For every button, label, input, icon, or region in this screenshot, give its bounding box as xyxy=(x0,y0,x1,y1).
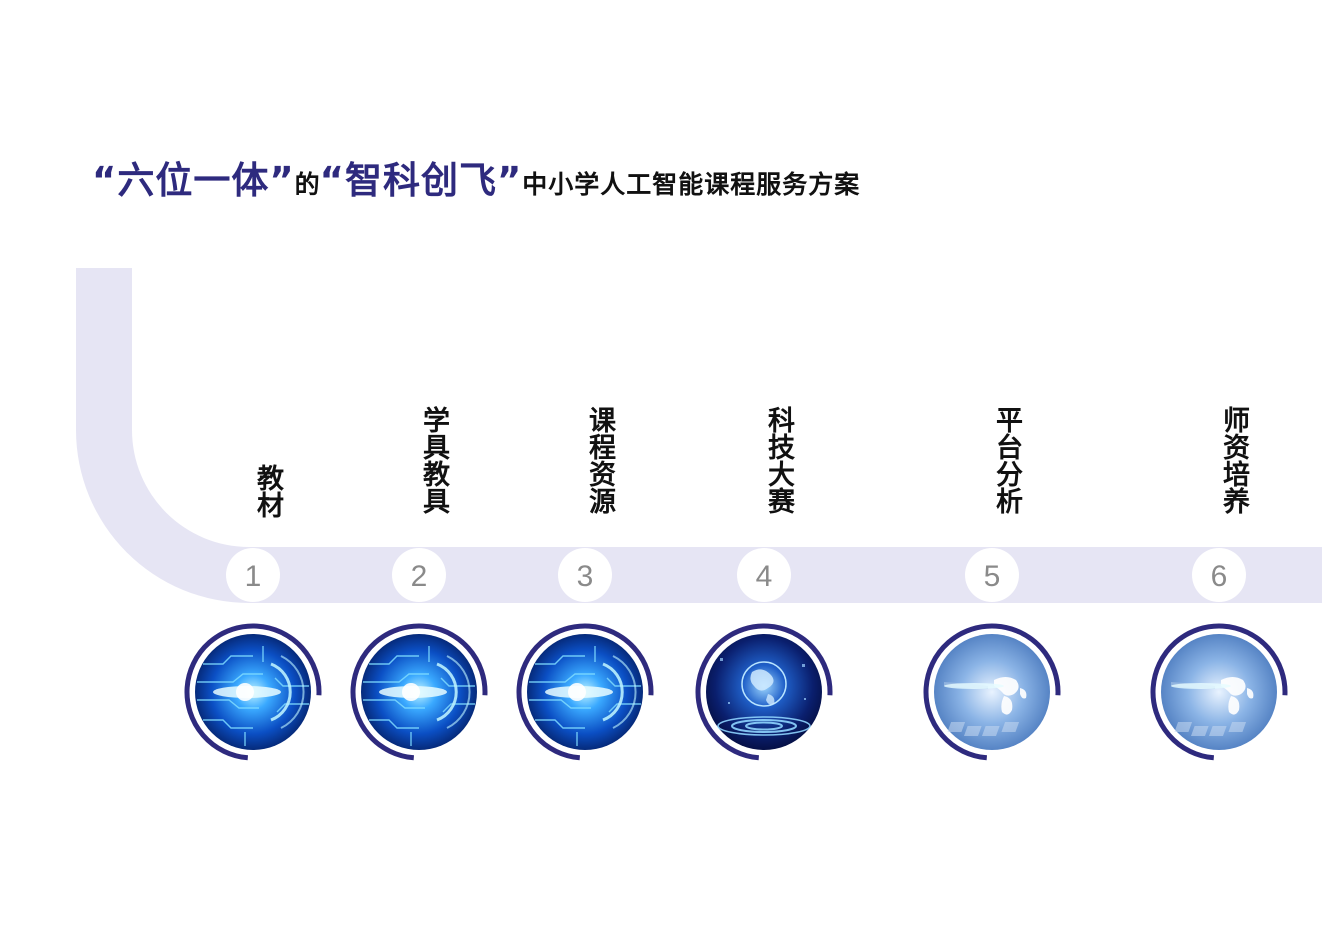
step-number-circle xyxy=(1192,548,1246,602)
image-ring xyxy=(695,623,833,761)
circuit-tech-image xyxy=(516,623,654,761)
image-ring xyxy=(350,623,488,761)
step-number: 5 xyxy=(984,560,1001,593)
step-number-circle xyxy=(737,548,791,602)
step-number-circle xyxy=(226,548,280,602)
step-image xyxy=(1161,634,1277,750)
step-number-badge: 5 xyxy=(965,548,1019,602)
world-globe-image xyxy=(1150,623,1288,761)
step-image xyxy=(193,632,313,752)
image-ring xyxy=(516,623,654,761)
step-label: 科技大赛 xyxy=(763,406,794,514)
step-number: 6 xyxy=(1211,560,1228,593)
step-number-badge: 4 xyxy=(737,548,791,602)
step-number-badge: 6 xyxy=(1192,548,1246,602)
title-part-4: 中小学人工智能课程服务方案 xyxy=(522,170,861,199)
image-ring xyxy=(184,623,322,761)
step-number-badge: 2 xyxy=(392,548,446,602)
step-image xyxy=(705,633,823,751)
step-number-circle xyxy=(965,548,1019,602)
world-globe-image xyxy=(923,623,1061,761)
image-ring xyxy=(1150,623,1288,761)
step-number: 3 xyxy=(577,560,594,593)
step-number-badge: 1 xyxy=(226,548,280,602)
step-label: 课程资源 xyxy=(584,406,615,514)
title-part-2: 的 xyxy=(294,170,320,199)
title-part-1: “六位一体” xyxy=(92,159,295,202)
step-label: 学具教具 xyxy=(418,406,449,514)
step-label: 师资培养 xyxy=(1218,406,1249,514)
image-ring xyxy=(923,623,1061,761)
step-image xyxy=(525,632,645,752)
page-title: “六位一体”的“智科创飞”中小学人工智能课程服务方案 xyxy=(92,150,860,204)
circuit-tech-image xyxy=(184,623,322,761)
step-number-badge: 3 xyxy=(558,548,612,602)
step-number-circle xyxy=(392,548,446,602)
circuit-tech-image xyxy=(350,623,488,761)
hologram-globe-image xyxy=(695,623,833,761)
step-label: 平台分析 xyxy=(991,406,1022,514)
title-part-3: “智科创飞” xyxy=(319,159,523,202)
step-label: 教材 xyxy=(252,464,283,518)
step-number-circle xyxy=(558,548,612,602)
step-number: 2 xyxy=(411,560,428,593)
step-image xyxy=(359,632,479,752)
step-number: 4 xyxy=(756,560,773,593)
step-number: 1 xyxy=(245,560,262,593)
steps-layer: 1 2 3 4 5 6 xyxy=(184,548,1288,761)
step-image xyxy=(934,634,1050,750)
